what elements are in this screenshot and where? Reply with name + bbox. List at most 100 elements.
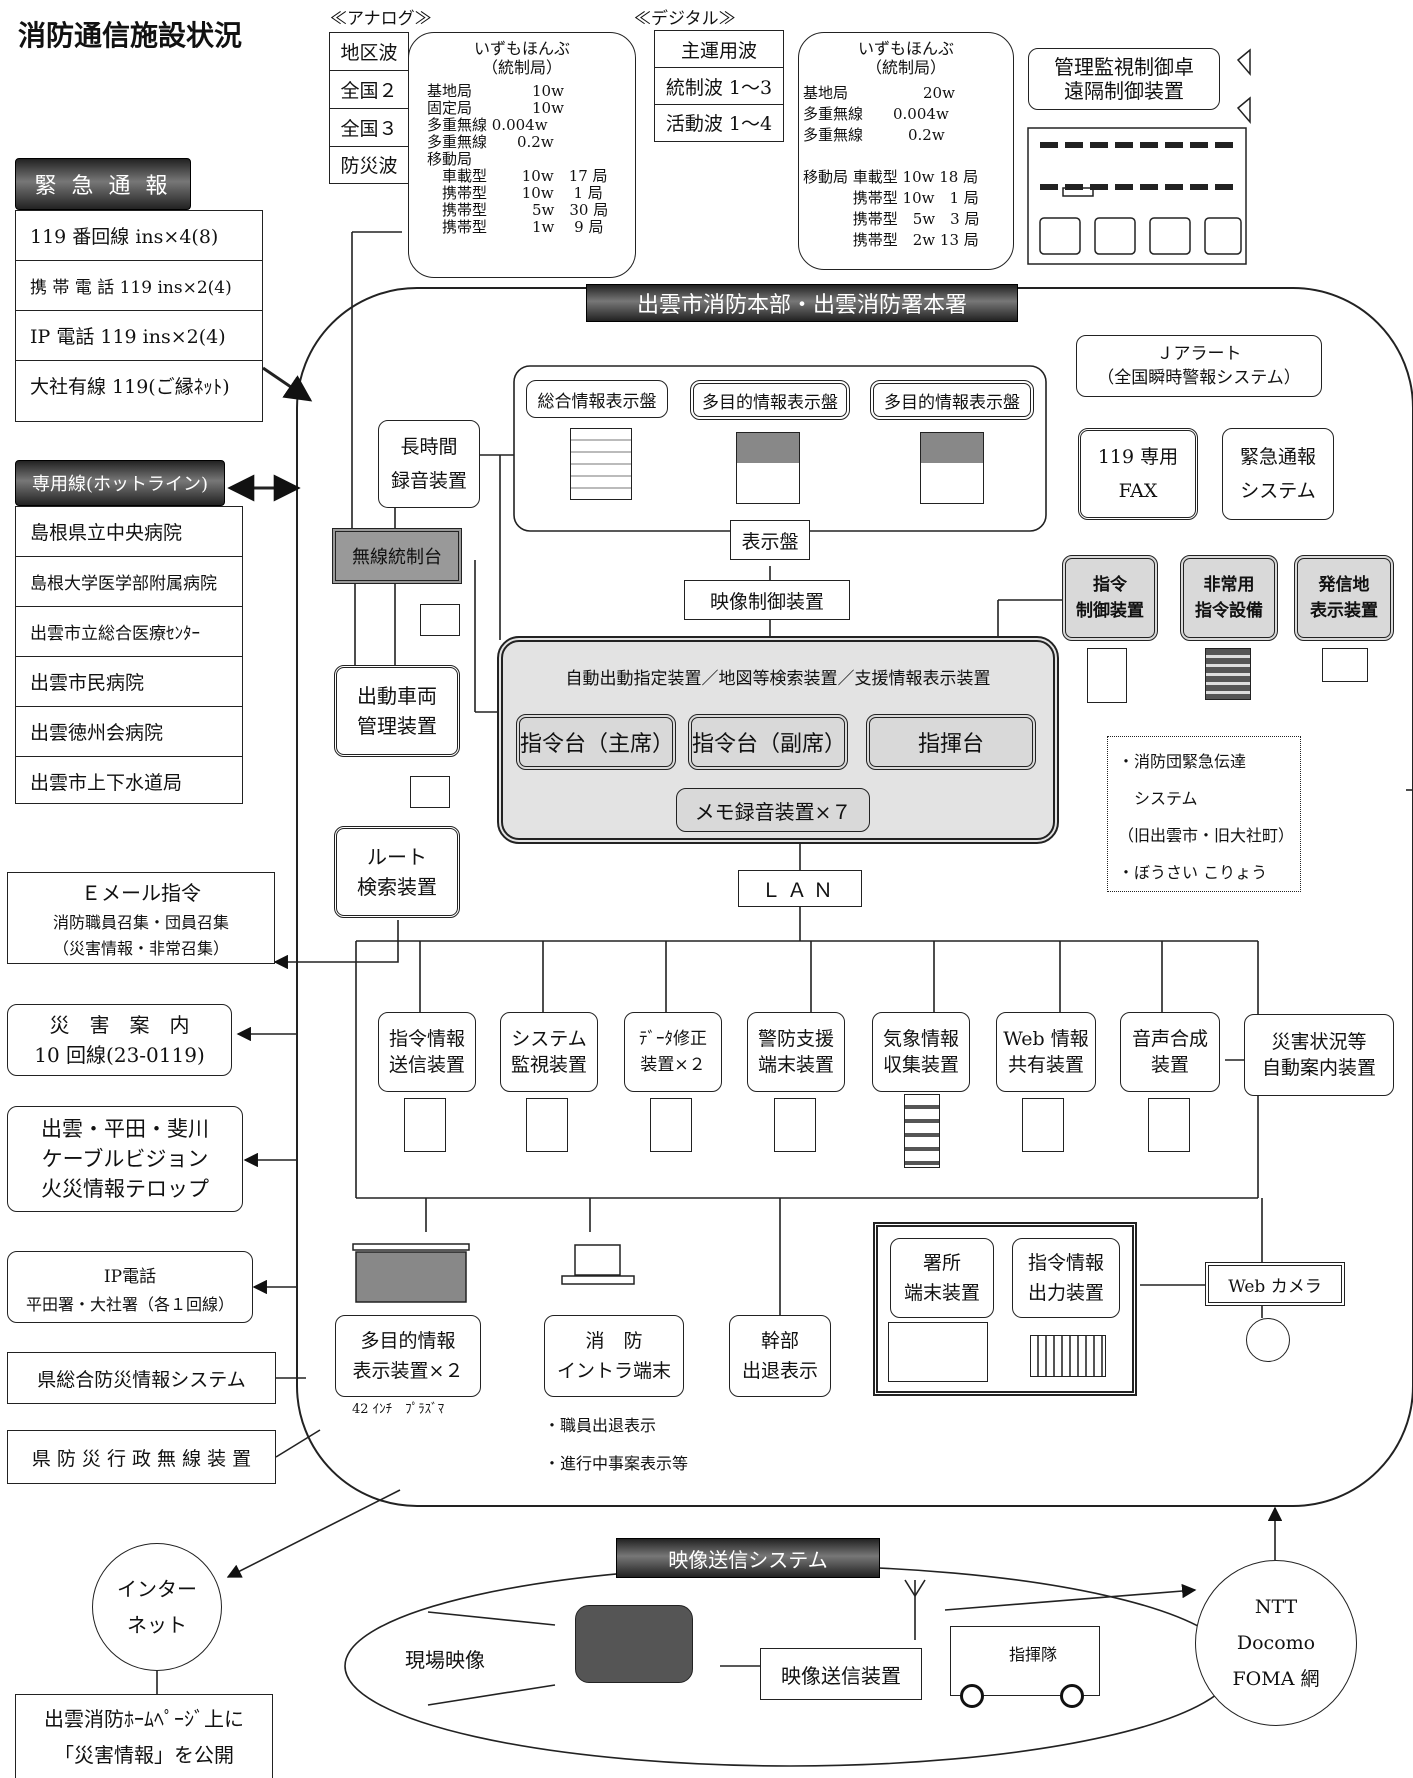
list-item: 携 帯 電 話 119 ins×2(4) [16,261,262,311]
monitor-icon [736,432,800,504]
email-title: Ｅメール指令 [81,881,201,905]
list-item: 出雲市上下水道局 [30,772,183,794]
pref-system: 県総合防災情報システム [7,1352,276,1404]
digital-channel: 主運用波 [655,31,783,68]
digital-channel-list: 主運用波 統制波 1～3 活動波 1～4 [654,30,784,142]
computer-icon [774,1098,816,1152]
computer-icon [1148,1098,1190,1152]
analog-station-box: いずもほんぶ （統制局） 基地局 10w 固定局 10w 多重無線 0.004w… [408,32,636,278]
web-camera: Web カメラ [1205,1262,1345,1306]
plasma-label: 42 ｲﾝﾁ ﾌﾟﾗｽﾞﾏ [352,1402,445,1417]
ntt-network: NTT Docomo FOMA 網 [1195,1560,1357,1726]
auto-guide: 災害状況等 自動案内装置 [1244,1014,1394,1096]
long-recorder: 長時間 録音装置 [378,420,480,508]
display-board: 総合情報表示盤 [526,380,668,418]
email-box: Ｅメール指令 消防職員召集・団員召集 （災害情報・非常召集） [7,872,275,964]
j-alert: Ｊアラート （全国瞬時警報システム） [1076,335,1322,397]
scene-label: 現場映像 [405,1648,485,1672]
digital-station-title: いずもほんぶ （統制局） [857,39,954,77]
video-camera-icon [575,1605,693,1683]
digital-channel: 統制波 1～3 [655,68,783,105]
computer-icon [650,1098,692,1152]
station-terminal: 署所 端末装置 [890,1238,994,1318]
display-board: 多目的情報表示盤 [870,380,1034,420]
cable-tv: 出雲・平田・斐川 ケーブルビジョン 火災情報テロップ [7,1106,243,1212]
terminal-system-monitor: システム 監視装置 [500,1012,598,1092]
list-item: 出雲市立総合医療ｾﾝﾀｰ [16,607,242,657]
command-unit-label: 指揮隊 [1009,1645,1058,1664]
display-panel: 表示盤 [730,520,810,560]
terminal-voice: 音声合成 装置 [1120,1012,1220,1092]
multi-display: 多目的情報 表示装置×２ [335,1315,481,1397]
caller-location-display: 発信地 表示装置 [1294,555,1394,641]
list-item: 出雲徳州会病院 [16,707,242,757]
computer-icon [404,1098,446,1152]
computer-icon [526,1098,568,1152]
analog-label: ≪アナログ≫ [330,9,432,29]
computer-icon [410,776,450,808]
cmd-output: 指令情報 出力装置 [1012,1238,1120,1318]
control-desk-label: 管理監視制御卓 遠隔制御装置 [1028,48,1220,110]
command-control: 指令 制御装置 [1062,555,1158,641]
disaster-guide: 災 害 案 内 10 回線(23-0119) [7,1004,232,1076]
lan-label: ＬＡＮ [738,870,862,907]
fax: 119 専用 FAX [1078,428,1198,520]
wheel-icon [960,1684,984,1708]
central-title: 自動出動指定装置／地図等検索装置／支援情報表示装置 [565,669,991,689]
cabinet-icon [1205,648,1251,700]
hq-title: 出雲市消防本部・出雲消防署本署 [586,284,1018,322]
analog-channel-list: 地区波 全国２ 全国３ 防災波 [329,32,409,184]
analog-station-title: いずもほんぶ （統制局） [473,39,570,77]
video-tx-device: 映像送信装置 [760,1648,922,1700]
email-line1: 消防職員召集・団員召集 [52,913,229,932]
wheel-icon [1060,1684,1084,1708]
digital-label: ≪デジタル≫ [634,9,736,29]
radio-console: 無線統制台 [332,528,462,584]
computer-icon [1322,648,1368,682]
emergency-system: 緊急通報 システム [1222,428,1334,520]
computer-icon [1022,1098,1064,1152]
analog-station-lines: 基地局 10w 固定局 10w 多重無線 0.004w 多重無線 0.2w 移動… [427,82,609,236]
video-tx-header: 映像送信システム [616,1538,880,1578]
terminal-web-share: Web 情報 共有装置 [996,1012,1096,1092]
analog-channel: 全国３ [330,109,408,147]
video-control: 映像制御装置 [684,580,850,620]
intranet-terminal: 消 防 イントラ端末 [544,1315,684,1397]
exec-display: 幹部 出退表示 [729,1315,831,1397]
digital-channel: 活動波 1～4 [655,105,783,140]
intranet-note: ・職員出退表示 [544,1416,657,1435]
ip-phone-box: IP電話 平田署・大社署（各１回線） [7,1251,253,1323]
terminal-cmd-send: 指令情報 送信装置 [378,1012,476,1092]
list-item: 出雲市民病院 [16,657,242,707]
list-item: 大社有線 119(ご縁ﾈｯﾄ) [30,376,230,398]
command-desk-main: 指令台（主席） [516,714,676,770]
printer-icon [1030,1335,1106,1377]
hotline-list: 島根県立中央病院 島根大学医学部附属病院 出雲市立総合医療ｾﾝﾀｰ 出雲市民病院… [15,506,243,804]
terminal-weather: 気象情報 収集装置 [872,1012,970,1092]
computer-icon [420,604,460,636]
list-item: 島根県立中央病院 [16,507,242,557]
intranet-note: ・進行中事案表示等 [544,1454,689,1473]
internet: インター ネット [92,1543,222,1671]
display-board-icon [570,428,632,500]
ip-phone-line: 平田署・大社署（各１回線） [25,1295,234,1314]
display-board: 多目的情報表示盤 [690,380,850,420]
server-icon [1087,648,1127,703]
digital-station-lines: 基地局 20w 多重無線 0.004w 多重無線 0.2w 移動局 車載型 10… [803,84,980,249]
weather-device-icon [904,1094,940,1168]
command-desk-sub: 指令台（副席） [688,714,848,770]
homepage-box: 出雲消防ﾎｰﾑﾍﾟｰｼﾞ上に 「災害情報」を公開 [15,1694,273,1778]
list-item: 島根大学医学部附属病院 [16,557,242,607]
pref-radio: 県 防 災 行 政 無 線 装 置 [7,1430,276,1484]
terminal-data-fix: ﾃﾞｰﾀ修正 装置×２ [624,1012,722,1092]
memo-recorder: メモ録音装置×７ [676,788,870,832]
route-search: ルート 検索装置 [334,826,460,918]
brigade-note: ・消防団緊急伝達 システム （旧出雲市・旧大社町） ・ぼうさい こりょう [1107,736,1301,892]
terminal-fire-support: 警防支援 端末装置 [747,1012,845,1092]
direction-desk: 指揮台 [866,714,1036,770]
email-line2: （災害情報・非常召集） [52,939,229,958]
page-title: 消防通信施設状況 [18,19,243,52]
emergency-list: 119 番回線 ins×4(8) 携 帯 電 話 119 ins×2(4) IP… [15,210,263,422]
analog-channel: 全国２ [330,71,408,109]
